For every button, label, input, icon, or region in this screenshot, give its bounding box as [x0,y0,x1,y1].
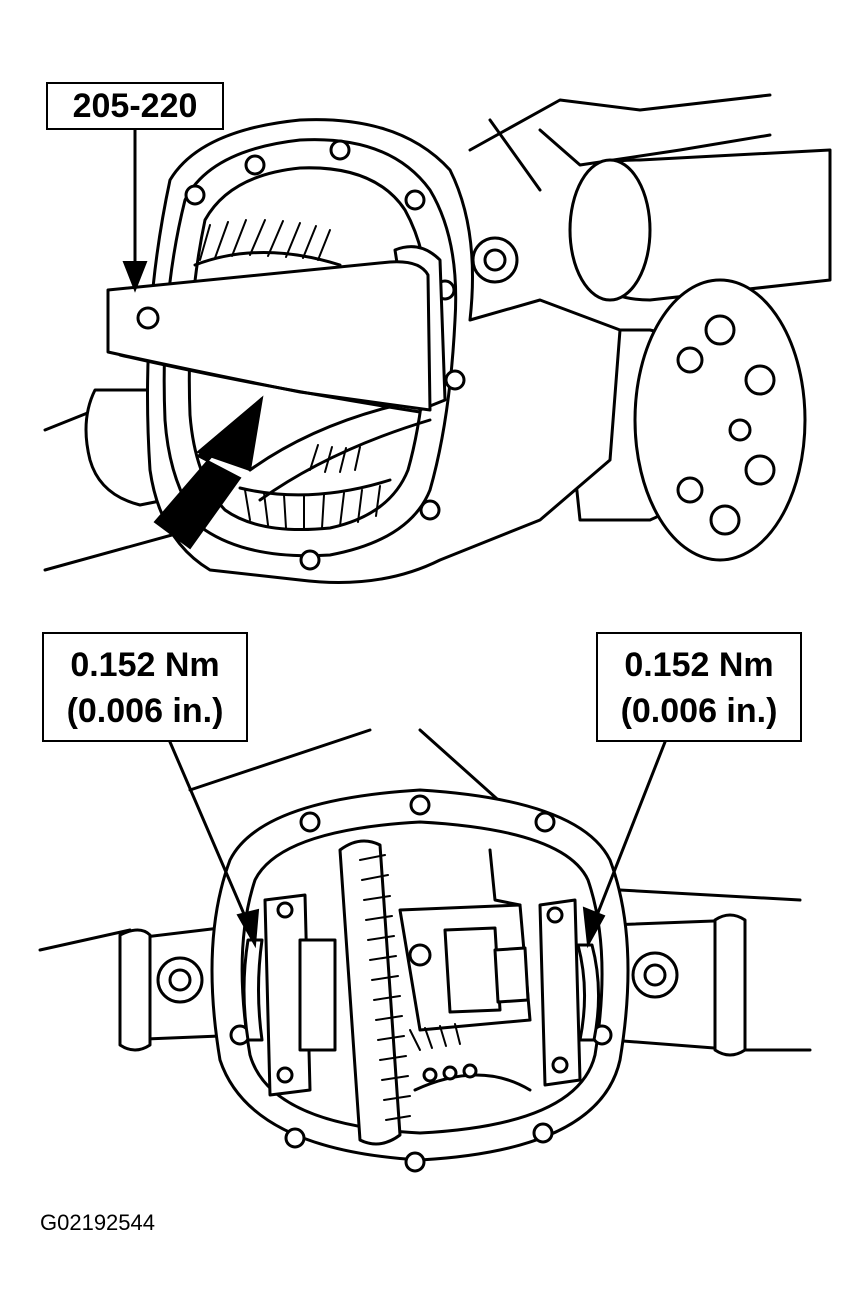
left-shim [242,938,264,1042]
bg-line-4 [618,888,802,902]
ring-gear-teeth-top [199,219,331,261]
figure-id: G02192544 [40,1210,155,1235]
differential-case-arc-2 [258,418,432,502]
cover-bolt-hole-3 [534,811,556,833]
left-cap-bolt-1 [276,901,294,919]
left-shim-preload-callout: 0.152 Nm (0.006 in.) [42,632,248,742]
tool-number-callout: 205-220 [46,82,224,130]
right-axle-boss-inner [643,963,667,987]
spreader-tool-hole [136,306,160,330]
cover-bolt-hole-8 [532,1122,554,1144]
right-preload-value: 0.152 Nm [624,646,774,684]
right-shim-preload-callout: 0.152 Nm (0.006 in.) [596,632,802,742]
pinion-nut-2 [442,1065,458,1081]
tool-leader-arrowhead [122,261,148,293]
right-shim [576,943,600,1042]
flange-bolt-hole-6 [676,346,704,374]
top-view-drawing [43,93,832,584]
cover-bolt-hole-6 [284,1127,306,1149]
flange-bolt-hole-7 [728,418,752,442]
right-axle-flange [713,913,747,1057]
left-preload-inches: (0.006 in.) [66,692,224,730]
right-leader-line [590,740,667,930]
case-window [443,926,502,1014]
axle-tube-line-3 [538,128,772,167]
cover-bolt-hole-2 [329,139,351,161]
flange-bolt-hole-4 [709,504,741,536]
right-cap-bolt-1 [546,906,564,924]
side-gear-teeth [409,1023,461,1051]
flange-bolt-hole-5 [676,476,704,504]
ring-gear-teeth [359,854,411,1121]
ring-gear-arc-top [193,251,342,267]
pinion-nut-1 [422,1067,438,1083]
left-leader-arrowhead [236,908,260,949]
left-preload-value: 0.152 Nm [70,646,220,684]
carrier-inner-rim [240,820,604,1135]
spreader-tool-edge [118,353,422,414]
flange-bolt-hole-3 [744,454,776,486]
bottom-view-drawing [38,728,812,1173]
tool-number-label: 205-220 [72,87,198,125]
case-bolt-hole [408,943,432,967]
cover-bolt-hole-2 [409,794,431,816]
ring-gear-teeth-bottom [244,485,381,530]
pinion-nut-3 [462,1063,478,1079]
left-leader-line [168,740,252,930]
left-axle-boss-inner [168,968,192,992]
left-cap-block [298,938,337,1052]
ring-gear-arc-bottom [238,478,392,497]
cover-flange-inner [187,166,430,531]
right-preload-inches: (0.006 in.) [620,692,778,730]
pinion-shaft [493,946,530,1004]
housing-top-detail [488,848,522,907]
left-housing-line-2 [43,528,192,572]
cover-bolt-hole-8 [184,184,206,206]
right-leader-arrowhead [582,906,606,949]
bg-line-2 [38,928,132,952]
cover-bolt-hole-7 [299,549,321,571]
direction-arrow-head [196,395,264,472]
flange-bolt-hole-1 [704,314,736,346]
cover-bolt-hole-1 [244,154,266,176]
ring-gear-body [338,839,402,1146]
cover-bolt-hole-6 [419,499,441,521]
right-bearing-cap [538,898,582,1087]
cover-bolt-hole-5 [444,369,466,391]
right-cap-bolt-2 [551,1056,569,1074]
bg-line-1 [188,728,372,792]
axle-tube-upper-line [468,93,772,152]
flange-bolt-hole-2 [744,364,776,396]
housing-boss-inner [483,248,507,272]
axle-tube-end [568,158,652,302]
cover-bolt-hole-1 [299,811,321,833]
left-cap-bolt-2 [276,1066,294,1084]
axle-tube-line-2 [488,118,542,192]
cover-bolt-hole-3 [404,189,426,211]
cover-bolt-hole-7 [404,1151,426,1173]
left-axle-flange [118,928,152,1052]
